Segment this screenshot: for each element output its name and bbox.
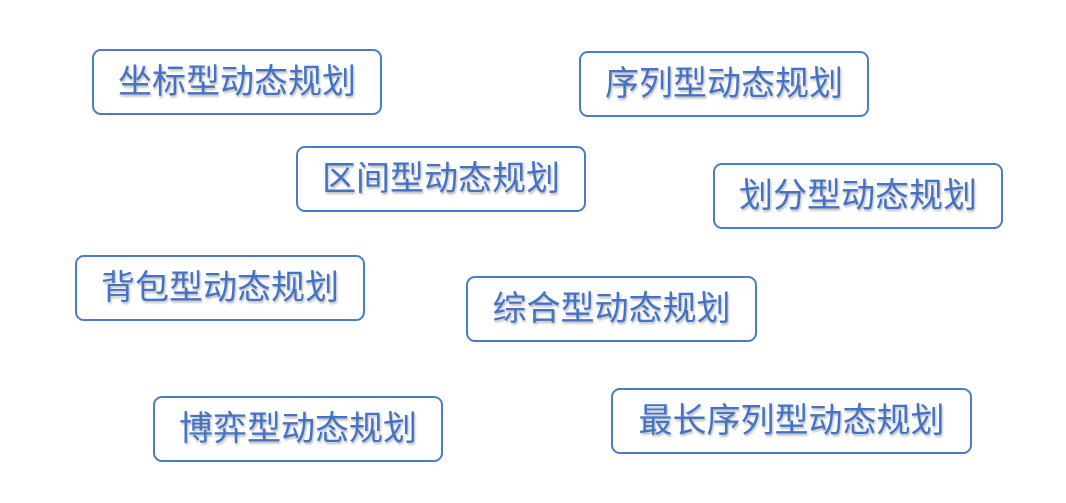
dp-type-box-interval: 区间型动态规划	[296, 146, 586, 212]
dp-type-box-partition: 划分型动态规划	[713, 163, 1003, 229]
dp-type-box-knapsack: 背包型动态规划	[75, 255, 365, 321]
dp-type-box-composite: 综合型动态规划	[466, 276, 757, 342]
dp-type-box-sequence: 序列型动态规划	[579, 51, 869, 117]
dp-type-box-coordinate: 坐标型动态规划	[92, 49, 382, 115]
dp-type-box-game: 博弈型动态规划	[153, 396, 443, 462]
dp-type-box-longest-sequence: 最长序列型动态规划	[611, 388, 972, 454]
